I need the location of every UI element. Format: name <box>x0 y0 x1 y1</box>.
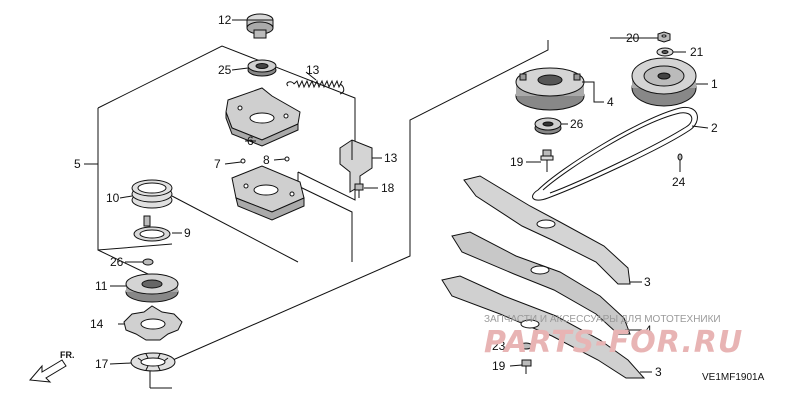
leader-lines <box>84 19 709 373</box>
part-1-pulley <box>631 57 697 107</box>
callout-9: 9 <box>184 226 191 240</box>
callout-21: 21 <box>690 45 704 59</box>
part-12-bracket <box>339 139 373 193</box>
part-26-washer <box>142 258 154 266</box>
callout-19: 19 <box>492 359 506 373</box>
part-18-bolt <box>540 149 554 172</box>
callout-15: 13 <box>306 63 320 77</box>
callout-5: 3 <box>644 275 651 289</box>
callout-16: 17 <box>95 357 109 371</box>
callout-22: 23 <box>492 339 506 353</box>
part-brake-plate-upper <box>225 87 301 147</box>
callout-7: 5 <box>74 157 81 171</box>
part-21-washer <box>656 47 674 57</box>
callout-20: 20 <box>626 31 640 45</box>
callout-4: 4 <box>645 323 652 337</box>
part-3-blade <box>441 275 646 379</box>
callout-11: 11 <box>95 279 108 293</box>
part-9-clip <box>133 215 171 242</box>
part-24-bearing <box>247 59 277 77</box>
part-13-toothed-plate <box>123 305 183 341</box>
part-14-bolt <box>246 13 274 39</box>
part-25-bearing <box>534 117 562 135</box>
callout-25: 26 <box>570 117 584 131</box>
watermark-caption: ЗАПЧАСТИ И АКСЕССУАРЫ ДЛЯ МОТОТЕХНИКИ <box>484 314 721 325</box>
callout-26: 26 <box>110 255 124 269</box>
callout-13: 14 <box>90 317 104 331</box>
callout-2: 2 <box>711 121 718 135</box>
callout-6: 4 <box>607 95 614 109</box>
part-8-pin-mid <box>240 158 246 164</box>
diagram-code: VE1MF1901A <box>702 372 765 383</box>
callout-14: 12 <box>218 13 232 27</box>
blade-outline <box>149 40 549 389</box>
part-4-blade <box>451 231 631 335</box>
part-6-pulley-housing <box>515 67 585 111</box>
callout-3: 3 <box>655 365 662 379</box>
callout-8-right: 8 <box>263 153 270 167</box>
part-8-pin-right <box>284 156 290 162</box>
part-2-belt <box>532 106 698 201</box>
callout-24: 25 <box>218 63 232 77</box>
callout-17: 18 <box>381 181 395 195</box>
callout-18: 19 <box>510 155 524 169</box>
callout-12: 13 <box>384 151 398 165</box>
watermark-logo: PARTS-FOR.RU <box>484 325 743 360</box>
part-16-lock-washer <box>130 352 176 372</box>
callout-23: 24 <box>672 175 686 189</box>
callout-10: 10 <box>106 191 120 205</box>
part-17-bolt <box>354 183 364 198</box>
callout-8-upper: 6 <box>247 134 254 148</box>
part-23-pin <box>677 153 683 161</box>
direction-label: FR. <box>60 350 75 360</box>
part-20-nut <box>657 31 671 43</box>
callout-1: 1 <box>711 77 718 91</box>
part-11-clutch-disc <box>125 273 179 303</box>
front-direction-arrow-icon: FR. <box>28 350 75 383</box>
callout-labels: 12 25 13 6 7 8 5 10 9 26 11 14 17 13 18 … <box>74 13 718 379</box>
part-brake-plate-lower <box>231 165 305 221</box>
callout-8-left: 7 <box>214 157 221 171</box>
part-15-spring <box>286 79 345 95</box>
part-5-blade <box>463 175 631 285</box>
part-10-clutch-spring <box>131 179 173 209</box>
assembly-outline <box>97 45 356 276</box>
watermark: ЗАПЧАСТИ И АКСЕССУАРЫ ДЛЯ МОТОТЕХНИКИ PA… <box>484 314 743 360</box>
part-19-bolt <box>521 359 532 374</box>
